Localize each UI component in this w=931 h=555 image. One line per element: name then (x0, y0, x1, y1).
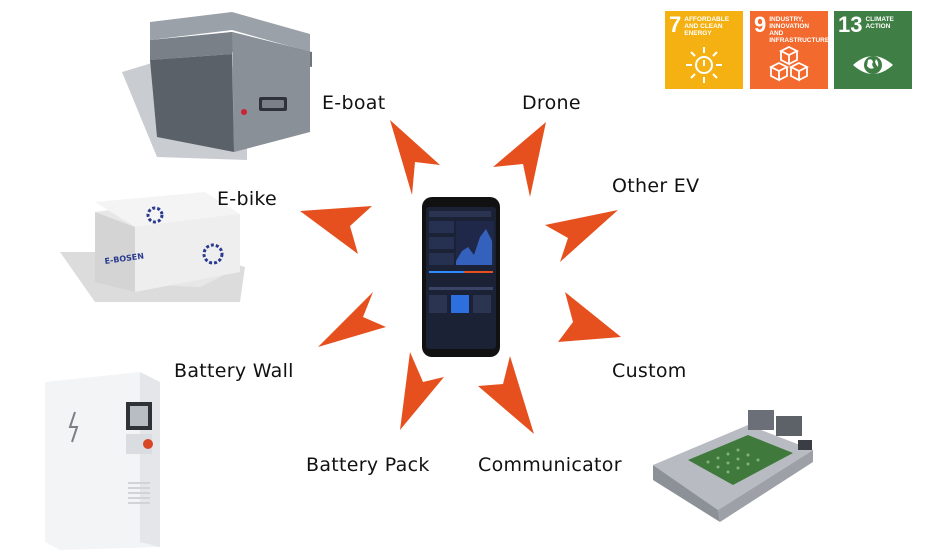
sdg-badge-13: 13Climate action (834, 11, 912, 89)
smartphone-app-preview (422, 197, 500, 357)
app-stat-card (429, 253, 454, 265)
arrow-to-battery-pack (400, 352, 444, 430)
sdg-9-title: Industry, innovation and infrastructure (769, 16, 830, 44)
app-section-title (429, 287, 493, 290)
arrow-to-custom (558, 292, 621, 342)
label-eboat: E-boat (322, 92, 386, 114)
app-line-chart (456, 221, 494, 265)
arrow-to-drone (493, 122, 546, 197)
label-communicator: Communicator (478, 454, 622, 476)
arrow-to-battery-wall (318, 292, 386, 347)
stacked-cubes-icon (768, 45, 810, 82)
sdg-7-title: Affordable and clean energy (684, 16, 730, 37)
app-tile-active (451, 295, 469, 313)
label-drone: Drone (522, 92, 581, 114)
app-header (429, 211, 491, 217)
arrow-to-communicator (478, 356, 534, 434)
eboat-battery-box-image (122, 12, 312, 160)
label-battery-pack: Battery Pack (306, 454, 430, 476)
communicator-device-image (653, 410, 813, 522)
label-other-ev: Other EV (612, 175, 700, 197)
battery-wall-image (45, 372, 160, 550)
label-custom: Custom (612, 360, 687, 382)
label-ebike: E-bike (217, 188, 278, 210)
arrow-to-eboat (390, 120, 440, 195)
ebike-battery-box-image: E-BOSEN (60, 192, 245, 302)
arrow-to-other-ev (545, 210, 618, 262)
sun-power-icon (686, 47, 722, 83)
sdg-9-number: 9 (754, 12, 767, 37)
app-progress-bar-alert (464, 271, 493, 273)
label-battery-wall: Battery Wall (174, 360, 294, 382)
sdg-7-number: 7 (669, 12, 682, 37)
arrow-to-ebike (300, 206, 372, 254)
sdg-13-title: Climate action (865, 16, 894, 30)
sdg-13-number: 13 (838, 12, 863, 37)
app-dashboard-screen (426, 207, 496, 349)
app-stat-card (429, 221, 454, 233)
app-tile (429, 295, 447, 313)
sdg-badge-7: 7Affordable and clean energy (665, 11, 743, 89)
app-stat-card (429, 237, 454, 249)
app-progress-bar (429, 271, 493, 273)
sdg-badge-9: 9Industry, innovation and infrastructure (750, 11, 830, 89)
eye-globe-icon (853, 56, 893, 74)
app-tile (473, 295, 491, 313)
